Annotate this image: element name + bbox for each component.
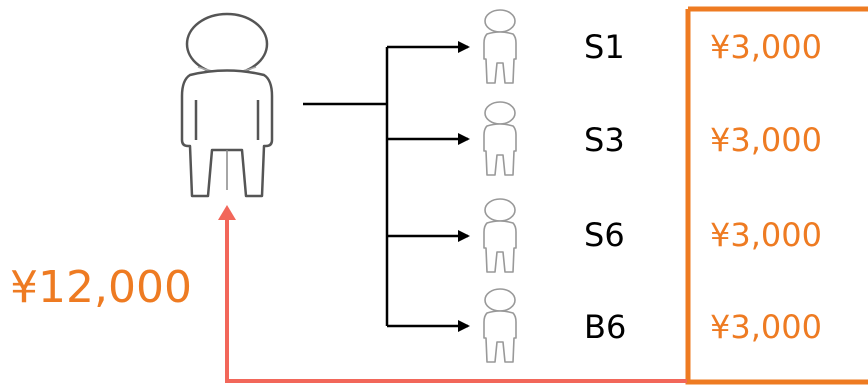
amount-b6: ¥3,000 xyxy=(710,308,822,346)
total-amount: ¥12,000 xyxy=(10,262,192,313)
recipient-label-s6: S6 xyxy=(584,216,625,254)
recipient-label-b6: B6 xyxy=(584,308,626,346)
amount-s1: ¥3,000 xyxy=(710,28,822,66)
distribution-connectors xyxy=(303,41,470,332)
amount-s3: ¥3,000 xyxy=(710,121,822,159)
recipient-s6-person-icon xyxy=(483,198,517,273)
recipient-s1-person-icon xyxy=(483,9,517,84)
return-arrow xyxy=(218,205,687,383)
amount-s6: ¥3,000 xyxy=(710,216,822,254)
recipient-label-s3: S3 xyxy=(584,121,625,159)
recipient-b6-person-icon xyxy=(483,288,517,363)
recipient-label-s1: S1 xyxy=(584,28,625,66)
recipient-s3-person-icon xyxy=(483,101,517,176)
amounts-bracket xyxy=(685,6,868,385)
source-person-icon xyxy=(180,12,274,198)
